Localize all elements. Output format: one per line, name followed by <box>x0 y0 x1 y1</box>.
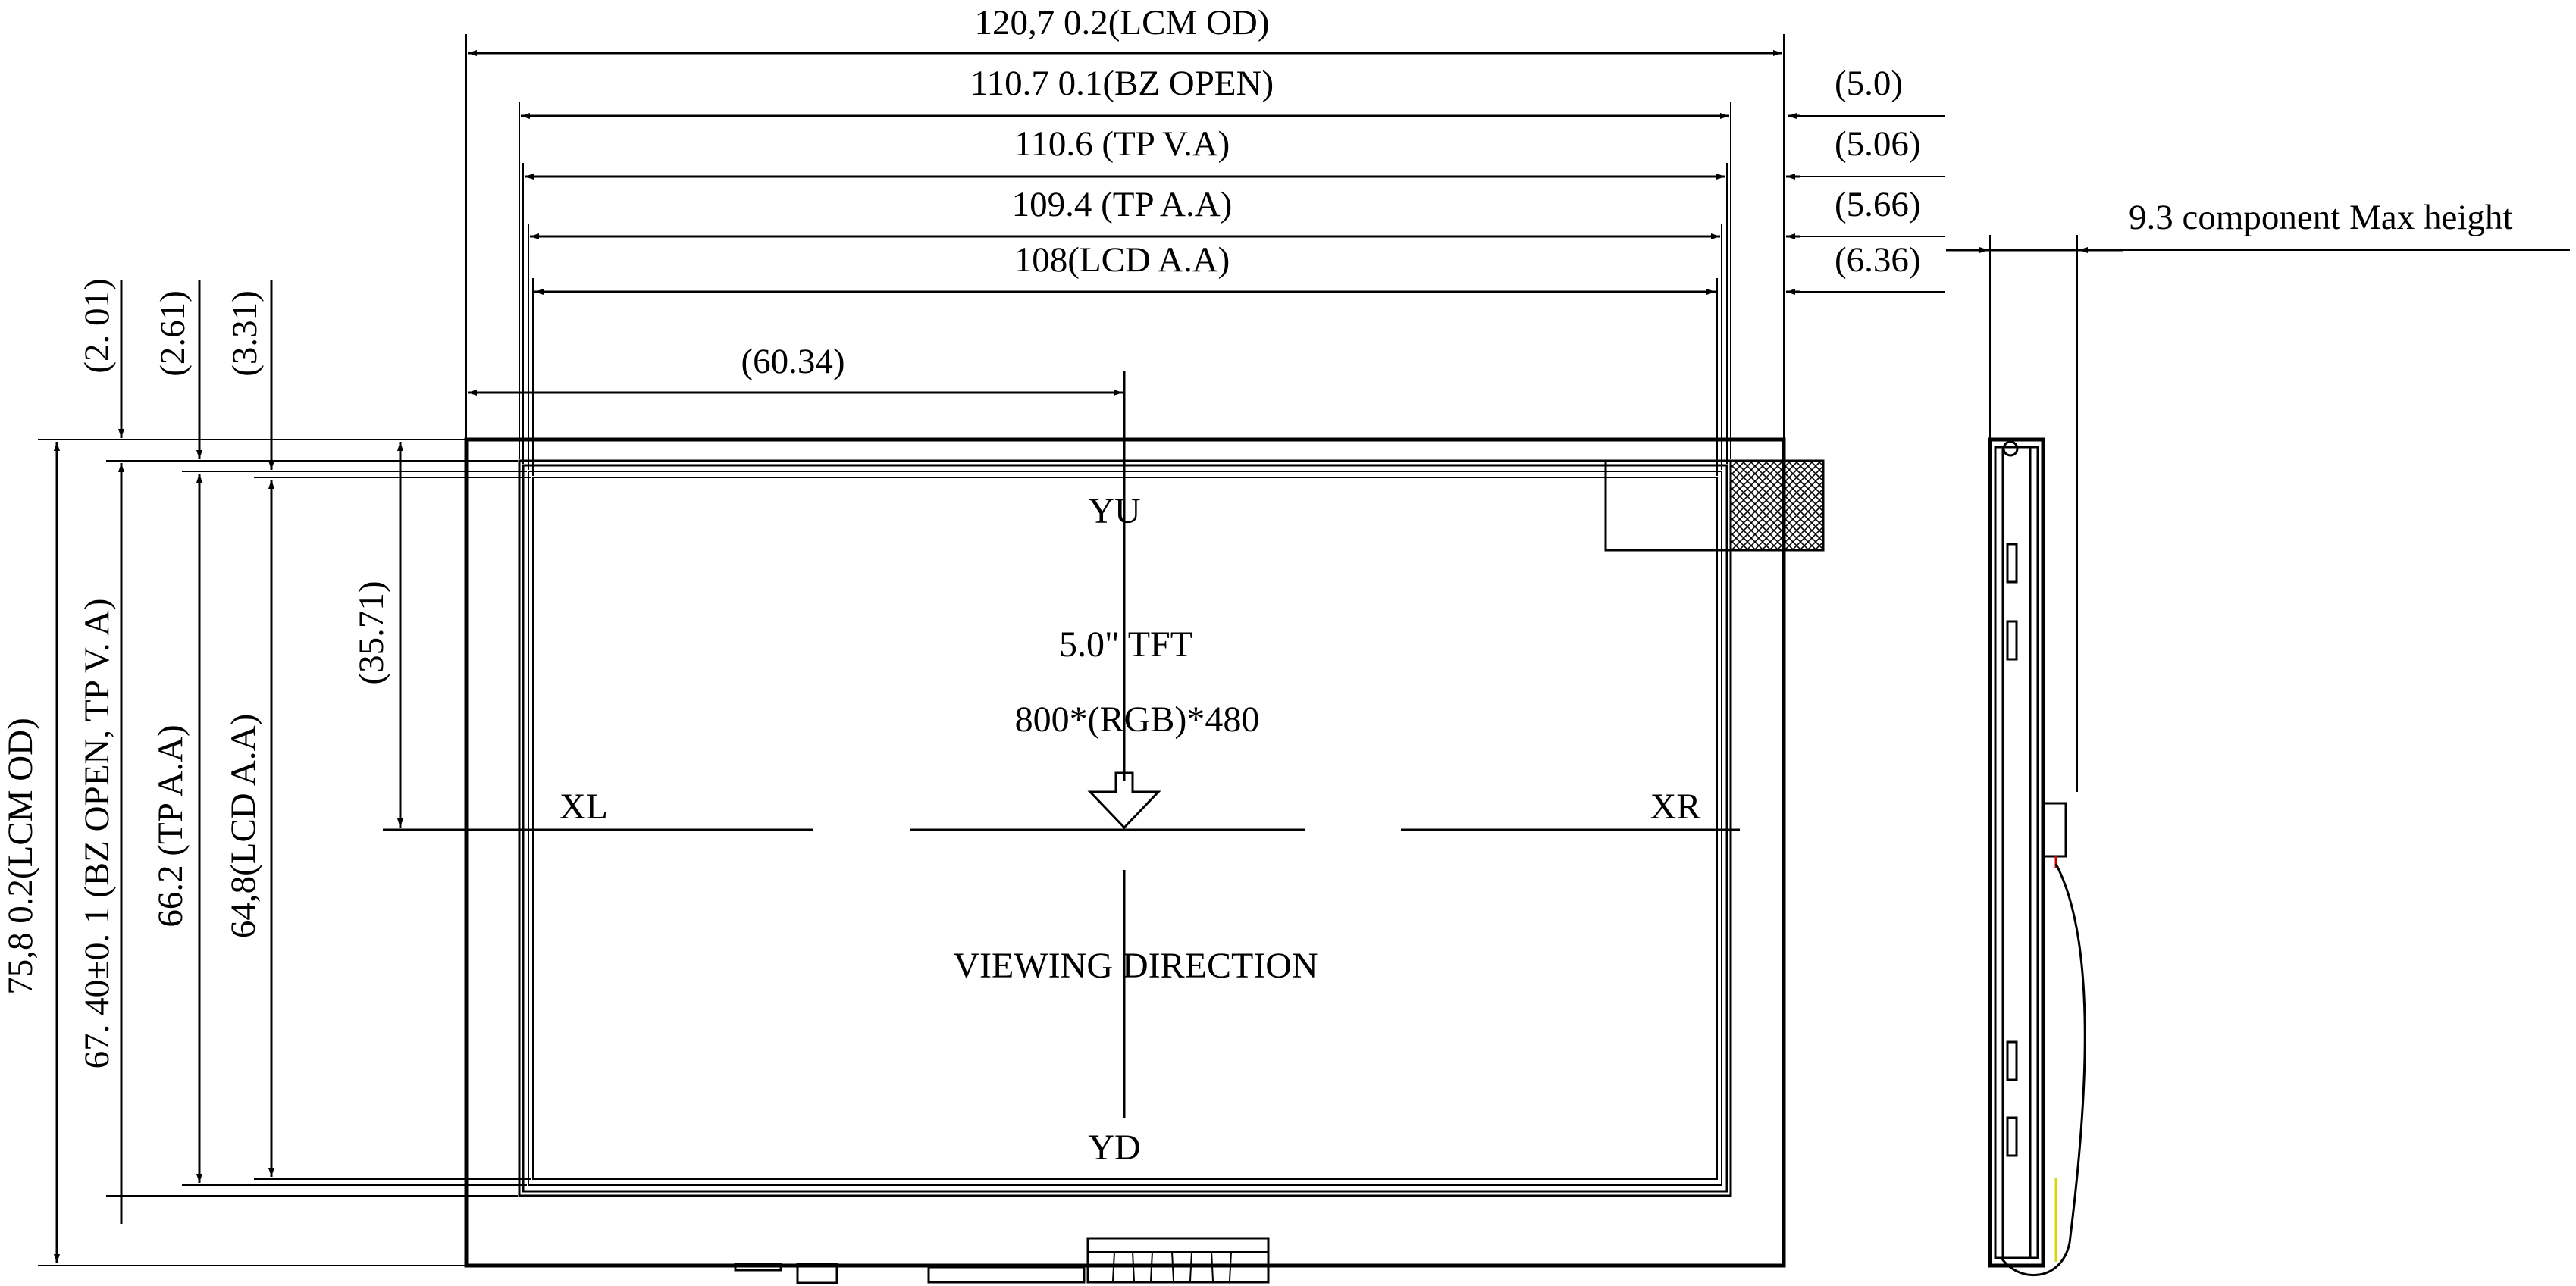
top-dimensions: 120,7 0.2(LCM OD) 110.7 0.1(BZ OPEN) 110… <box>465 3 1945 476</box>
label-xl: XL <box>559 787 608 827</box>
dim-lcm-od-height: 75,8 0.2(LCM OD) <box>1 718 40 995</box>
dim-offset-2-61: (2.61) <box>153 290 193 377</box>
side-view: 9.3 component Max height <box>1946 198 2570 1276</box>
viewing-direction-arrow-icon <box>1087 771 1161 830</box>
dim-offset-2-01: (2. 01) <box>77 278 117 373</box>
label-viewing-direction: VIEWING DIRECTION <box>953 946 1318 986</box>
dim-bz-open-width: 110.7 0.1(BZ OPEN) <box>970 64 1274 103</box>
dim-bz-open-height: 67. 40±0. 1 (BZ OPEN, TP V. A) <box>77 599 117 1069</box>
dim-center-y: (35.71) <box>352 580 391 684</box>
label-yu: YU <box>1088 491 1140 531</box>
fpc-hatch <box>1729 459 1825 552</box>
dim-lcd-aa-height: 64,8(LCD A.A) <box>224 714 263 938</box>
label-resolution: 800*(RGB)*480 <box>1015 699 1260 740</box>
dim-lcd-aa-width: 108(LCD A.A) <box>1014 240 1230 280</box>
dim-tp-aa-height: 66.2 (TP A.A) <box>151 724 190 927</box>
dim-lcm-od-width: 120,7 0.2(LCM OD) <box>974 3 1269 42</box>
dim-tp-va-width: 110.6 (TP V.A) <box>1014 124 1230 164</box>
dim-tp-aa-width: 109.4 (TP A.A) <box>1012 185 1233 224</box>
dim-component-max-height: 9.3 component Max height <box>2129 198 2512 237</box>
label-panel-type: 5.0" TFT <box>1059 624 1192 665</box>
fpc-outline <box>1604 459 1732 552</box>
front-view: YU 5.0" TFT 800*(RGB)*480 XL XR VIEWING … <box>383 371 1825 1284</box>
left-dimensions: (2. 01) (2.61) (3.31) 75,8 0.2(LCM OD) 6… <box>1 278 531 1266</box>
dim-offset-3-31: (3.31) <box>225 290 265 377</box>
dim-offset-6-36: (6.36) <box>1835 240 1921 280</box>
dim-offset-5-66: (5.66) <box>1835 185 1921 224</box>
dim-offset-5-06: (5.06) <box>1835 124 1921 164</box>
label-xr: XR <box>1650 787 1701 827</box>
bottom-connectors <box>734 1237 1270 1284</box>
label-yd: YD <box>1088 1128 1140 1168</box>
dim-center-x: (60.34) <box>741 342 845 381</box>
dim-offset-5-0: (5.0) <box>1835 64 1903 103</box>
